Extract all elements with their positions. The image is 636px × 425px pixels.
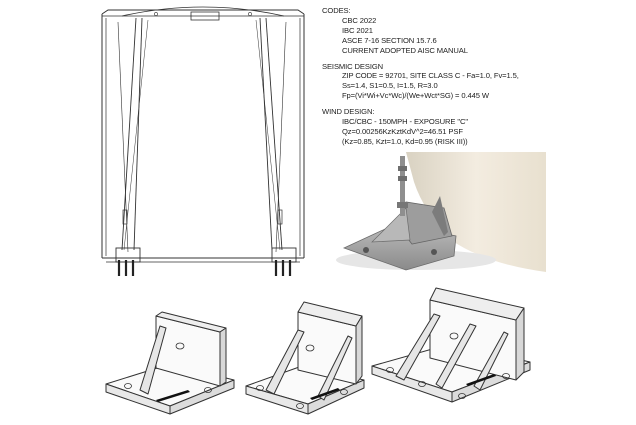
wind-heading: WIND DESIGN: — [322, 107, 375, 117]
seismic-line: Ss=1.4, S1=0.5, I=1.5, R=3.0 — [342, 81, 438, 91]
anchor-bracket-photo — [336, 152, 546, 278]
seismic-line: Fp=(Vi*Wi+Vc*Wc)/(We+Wct*SG) = 0.445 W — [342, 91, 489, 101]
tank-elevation-drawing — [101, 6, 305, 276]
code-line: IBC 2021 — [342, 25, 373, 35]
wind-line: (Kz=0.85, Kzt=1.0, Kd=0.95 (RISK III)) — [342, 136, 468, 146]
code-line: ASCE 7-16 SECTION 15.7.6 — [342, 35, 437, 45]
code-line: CBC 2022 — [342, 15, 377, 25]
seismic-heading: SEISMIC DESIGN — [322, 61, 384, 71]
seismic-line: ZIP CODE = 92701, SITE CLASS C - Fa=1.0,… — [342, 71, 519, 81]
codes-heading: CODES: — [322, 6, 351, 15]
bracket-render-large — [371, 287, 531, 403]
wind-line: Qz=0.00256KzKztKdV^2=46.51 PSF — [342, 126, 463, 136]
bracket-render-small — [105, 311, 235, 415]
code-line: CURRENT ADOPTED AISC MANUAL — [342, 45, 468, 55]
design-notes: CODES: CBC 2022 IBC 2021 ASCE 7-16 SECTI… — [322, 6, 622, 147]
bracket-render-medium — [245, 301, 365, 415]
wind-line: IBC/CBC - 150MPH - EXPOSURE "C" — [342, 117, 468, 127]
